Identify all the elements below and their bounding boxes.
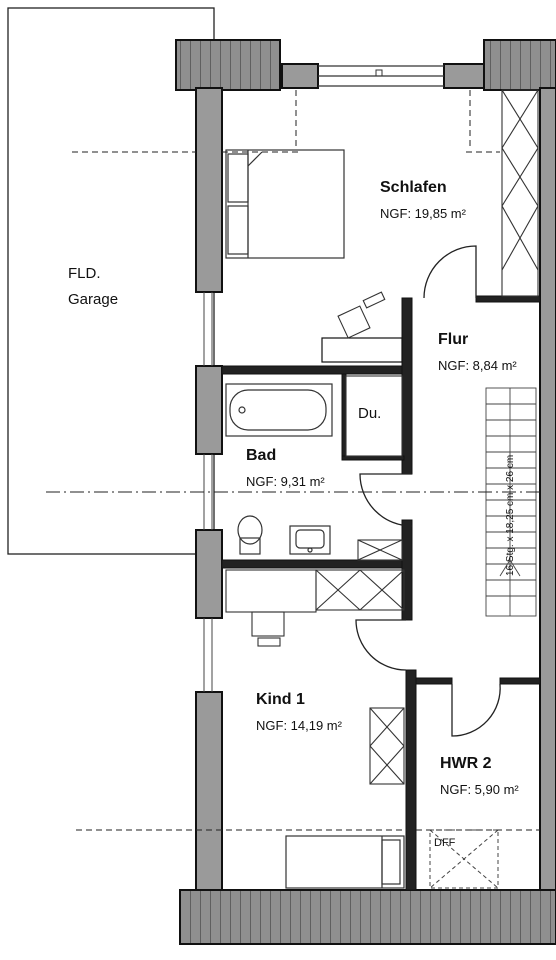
garage-label-line1: FLD. (68, 265, 101, 282)
roof-top-left (175, 39, 319, 91)
room-area-hwr2: NGF: 5,90 m² (440, 782, 519, 797)
roof-top-right (443, 39, 556, 91)
wardrobe-kind1 (315, 569, 405, 785)
garage-label-line2: Garage (68, 291, 118, 308)
dashed-lines (46, 90, 540, 831)
bathtub (225, 383, 333, 437)
room-name-dusche: Du. (358, 405, 381, 422)
shower (345, 375, 403, 457)
room-area-kind1: NGF: 14,19 m² (256, 718, 343, 733)
room-area-flur: NGF: 8,84 m² (438, 358, 517, 373)
room-name-flur: Flur (438, 331, 468, 348)
dff-label: DFF (434, 837, 456, 849)
door-swings (355, 245, 501, 737)
chair-schlafen (337, 291, 386, 339)
staircase (485, 387, 537, 617)
stair-label: 16 Stg. x 18,25 cm x 26 cm (505, 455, 516, 576)
room-name-bad: Bad (246, 447, 276, 464)
toilet (237, 515, 263, 555)
wardrobe-schlafen (501, 89, 539, 297)
bed-schlafen (225, 149, 345, 259)
room-name-hwr2: HWR 2 (440, 755, 492, 772)
left-wall (195, 87, 223, 891)
left-windows (203, 292, 213, 692)
bath-cabinet (357, 539, 403, 561)
bed-kind1 (285, 835, 405, 889)
roof-bottom (179, 889, 556, 945)
top-window (318, 65, 444, 87)
sink (289, 525, 331, 555)
interior-walls (221, 295, 541, 891)
right-wall (539, 87, 556, 891)
roof-window-dff (429, 829, 499, 889)
room-area-bad: NGF: 9,31 m² (246, 474, 325, 489)
desk-kind1 (225, 569, 317, 647)
room-area-schlafen: NGF: 19,85 m² (380, 206, 467, 221)
room-name-kind1: Kind 1 (256, 691, 305, 708)
room-name-schlafen: Schlafen (380, 179, 447, 196)
